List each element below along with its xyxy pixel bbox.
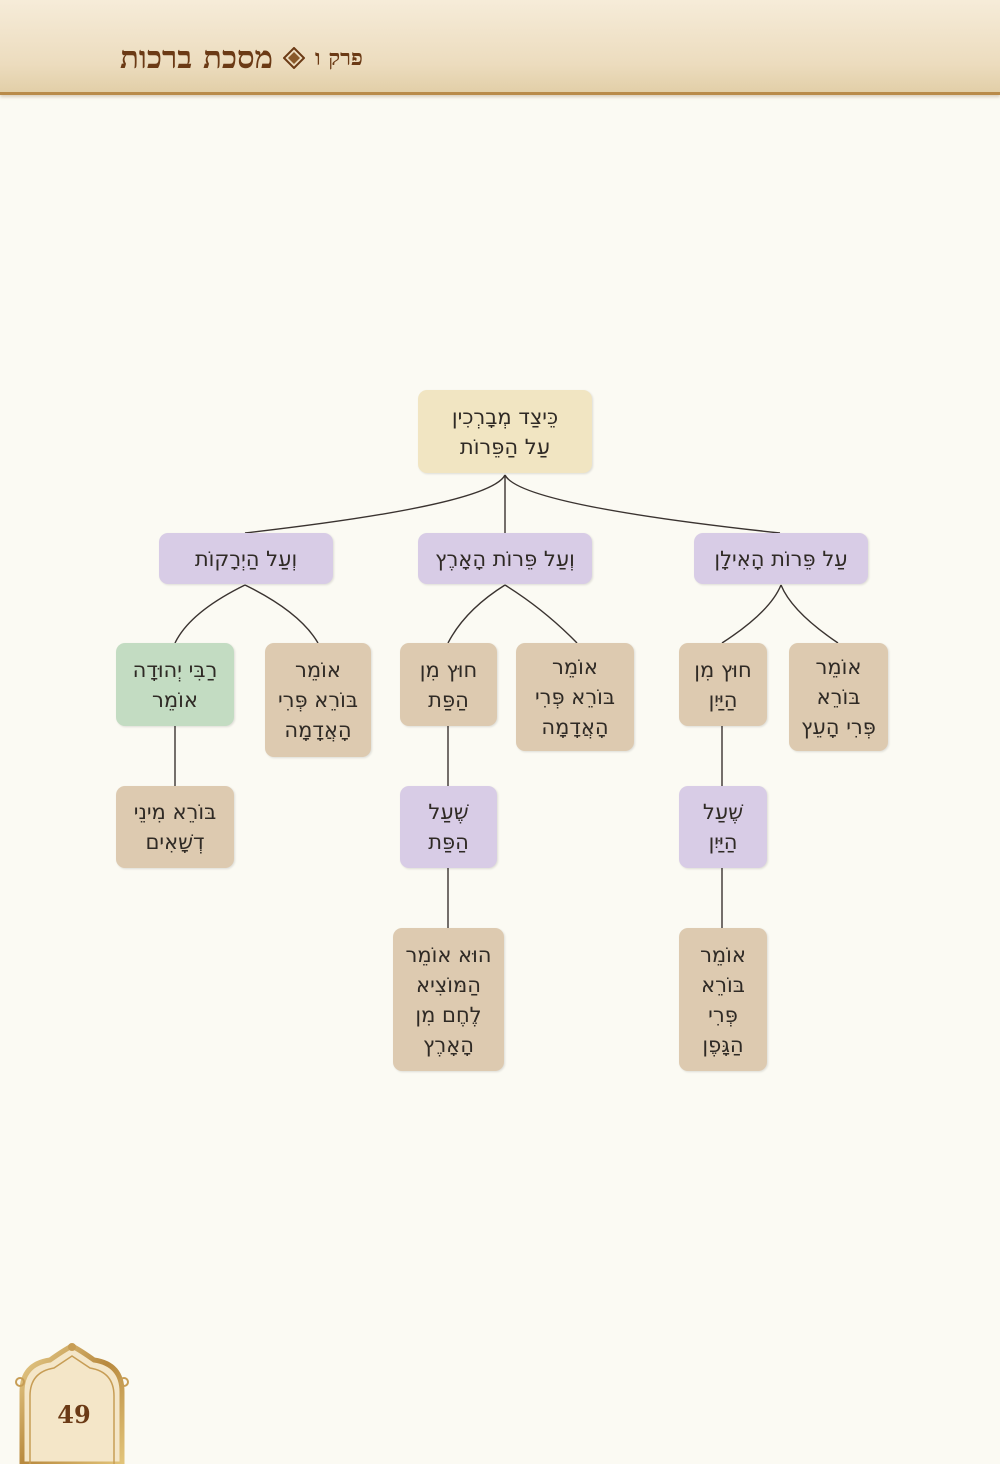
node-tree-of-wine: שֶׁעַל הַיַּיִן bbox=[679, 786, 767, 868]
edge-root-veg bbox=[244, 474, 506, 534]
edge-veg-rabbi bbox=[174, 584, 246, 644]
page-number-frame-icon bbox=[15, 1343, 129, 1464]
node-veg-rabbi-blessing: בּוֹרֵא מִינֵי דְשָׁאִים bbox=[116, 786, 234, 868]
node-tree-except-wine: חוּץ מִן הַיַּיִן bbox=[679, 643, 767, 726]
node-root: כֵּיצַד מְבָרְכִין עַל הַפֵּרוֹת bbox=[418, 390, 592, 473]
node-branch-tree-fruits: עַל פֵּרוֹת הָאִילָן bbox=[694, 533, 868, 584]
node-veg-rabbi-yehuda: רַבִּי יְהוּדָה אוֹמֵר bbox=[116, 643, 234, 726]
edge-tree-except bbox=[721, 584, 782, 644]
header-title-group: מסכת ברכות פרק ו bbox=[120, 36, 363, 80]
edge-veg-says bbox=[244, 584, 319, 644]
node-branch-earth-fruits: וְעַל פֵּרוֹת הָאָרֶץ bbox=[418, 533, 592, 584]
page-number: 49 bbox=[57, 1400, 91, 1429]
edge-earth-says bbox=[504, 584, 578, 644]
edge-earth-except bbox=[447, 584, 506, 644]
node-earth-bread-blessing: הוּא אוֹמֵר הַמּוֹצִיא לֶחֶם מִן הָאָרֶץ bbox=[393, 928, 504, 1071]
edge-root-tree bbox=[504, 474, 781, 534]
page-header: מסכת ברכות פרק ו bbox=[0, 0, 1000, 95]
node-branch-vegetables: וְעַל הַיְרָקוֹת bbox=[159, 533, 333, 584]
node-earth-of-bread: שֶׁעַל הַפַּת bbox=[400, 786, 497, 868]
tractate-title: מסכת ברכות bbox=[120, 40, 274, 76]
node-tree-wine-blessing: אוֹמֵר בּוֹרֵא פְּרִי הַגָּפֶן bbox=[679, 928, 767, 1071]
chapter-title: פרק ו bbox=[315, 45, 363, 71]
node-earth-except-bread: חוּץ מִן הַפַּת bbox=[400, 643, 497, 726]
diamond-ornament-icon bbox=[283, 47, 306, 69]
node-veg-says: אוֹמֵר בּוֹרֵא פְּרִי הָאֲדָמָה bbox=[265, 643, 371, 757]
node-earth-says: אוֹמֵר בּוֹרֵא פְּרִי הָאֲדָמָה bbox=[516, 643, 634, 751]
node-tree-says: אוֹמֵר בּוֹרֵא פְּרִי הָעֵץ bbox=[789, 643, 888, 751]
edge-tree-says bbox=[780, 584, 839, 644]
